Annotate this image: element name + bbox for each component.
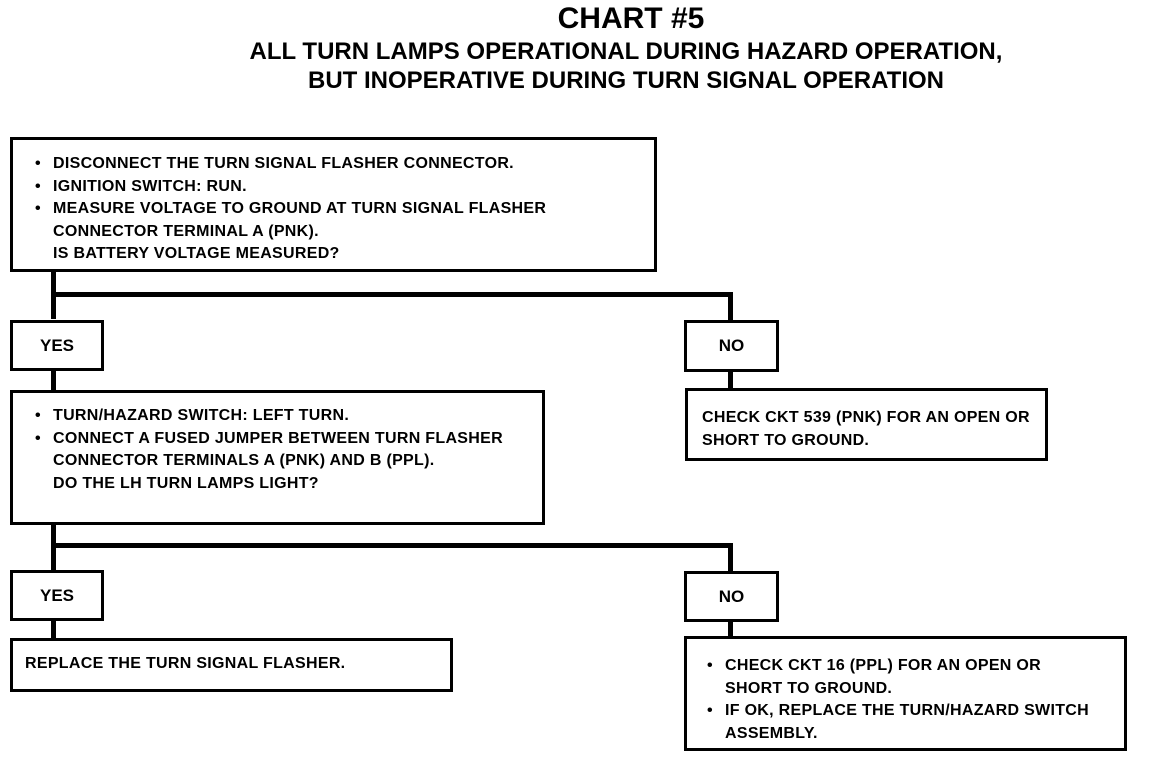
step1-bullet-list: DISCONNECT THE TURN SIGNAL FLASHER CONNE… xyxy=(35,153,644,243)
step2-bullet: TURN/HAZARD SWITCH: LEFT TURN. xyxy=(35,405,532,428)
step2-yes-result-box: REPLACE THE TURN SIGNAL FLASHER. xyxy=(10,638,453,692)
step1-yes-label: YES xyxy=(10,320,104,371)
connector-no1-down xyxy=(728,369,733,390)
step2-question: DO THE LH TURN LAMPS LIGHT? xyxy=(53,474,319,492)
connector-step1-no-down xyxy=(728,292,733,323)
step2-bullet: CONNECT A FUSED JUMPER BETWEEN TURN FLAS… xyxy=(35,428,523,473)
step2-no-result-list: CHECK CKT 16 (PPL) FOR AN OPEN OR SHORT … xyxy=(707,655,1114,745)
step1-question: IS BATTERY VOLTAGE MEASURED? xyxy=(53,245,340,262)
step2-no-label: NO xyxy=(684,571,779,622)
step2-yes-result-text: REPLACE THE TURN SIGNAL FLASHER. xyxy=(25,655,346,672)
step1-bullet: DISCONNECT THE TURN SIGNAL FLASHER CONNE… xyxy=(35,153,644,176)
connector-step1-branch xyxy=(51,292,733,297)
chart-subtitle-line-1: ALL TURN LAMPS OPERATIONAL DURING HAZARD… xyxy=(249,38,1003,65)
connector-yes1-down xyxy=(51,368,56,392)
chart-subtitle-line-2: BUT INOPERATIVE DURING TURN SIGNAL OPERA… xyxy=(307,67,945,94)
step2-no-result-bullet: CHECK CKT 16 (PPL) FOR AN OPEN OR SHORT … xyxy=(707,655,1100,700)
step1-no-result-box: CHECK CKT 539 (PNK) FOR AN OPEN OR SHORT… xyxy=(685,388,1048,461)
step2-box: TURN/HAZARD SWITCH: LEFT TURN. CONNECT A… xyxy=(10,390,545,525)
step1-no-result-text: CHECK CKT 539 (PNK) FOR AN OPEN OR SHORT… xyxy=(702,409,1030,449)
step2-bullet-list: TURN/HAZARD SWITCH: LEFT TURN. CONNECT A… xyxy=(35,405,532,473)
connector-step2-no-down xyxy=(728,543,733,574)
connector-no2-down xyxy=(728,619,733,639)
connector-step2-branch xyxy=(51,543,733,548)
connector-yes2-down xyxy=(51,618,56,641)
step2-yes-label: YES xyxy=(10,570,104,621)
chart-title: CHART #5 xyxy=(557,2,705,35)
step1-box: DISCONNECT THE TURN SIGNAL FLASHER CONNE… xyxy=(10,137,657,272)
step1-bullet: MEASURE VOLTAGE TO GROUND AT TURN SIGNAL… xyxy=(35,198,583,243)
step1-bullet: IGNITION SWITCH: RUN. xyxy=(35,176,644,199)
step1-no-label: NO xyxy=(684,320,779,372)
step2-no-result-bullet: IF OK, REPLACE THE TURN/HAZARD SWITCH AS… xyxy=(707,700,1110,745)
step2-no-result-box: CHECK CKT 16 (PPL) FOR AN OPEN OR SHORT … xyxy=(684,636,1127,751)
